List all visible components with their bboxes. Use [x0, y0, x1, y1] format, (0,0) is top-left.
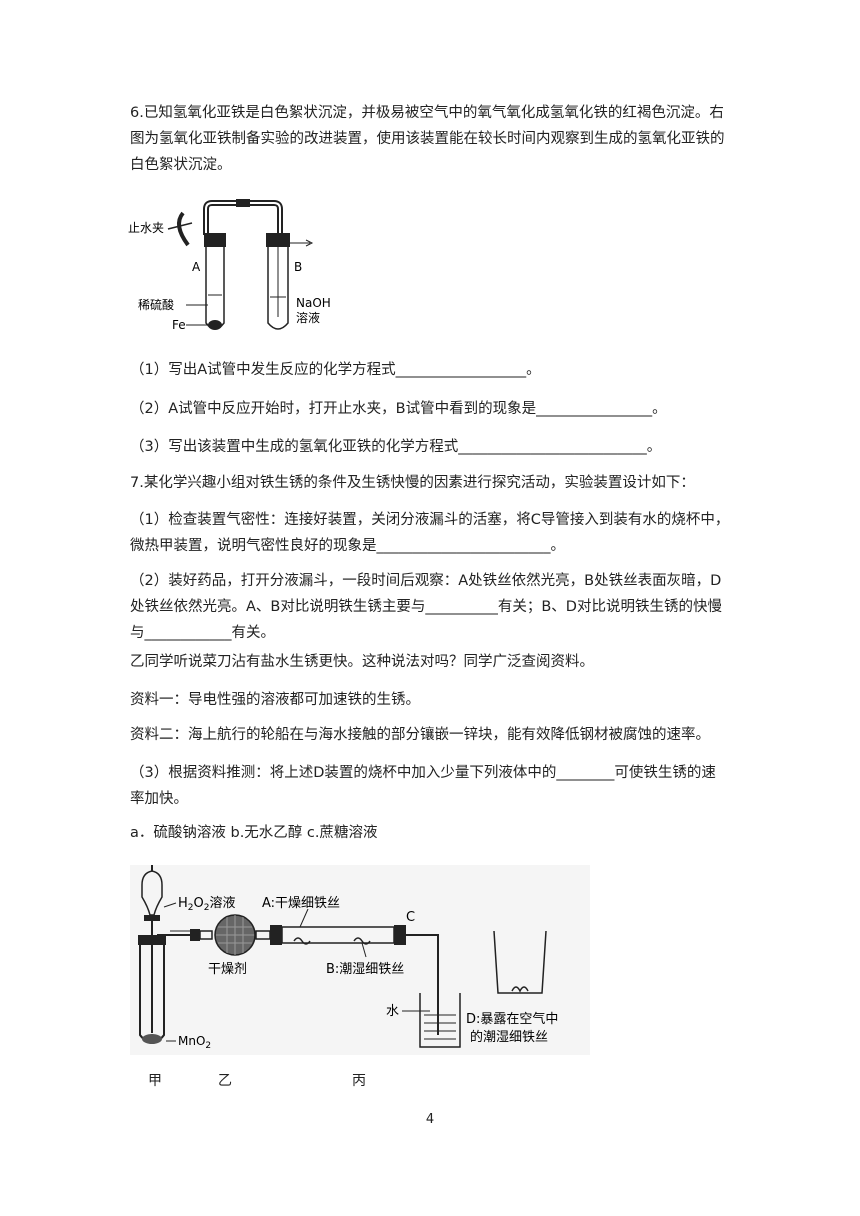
tube-b-label: B [294, 260, 302, 274]
point-c-label: C [406, 910, 415, 925]
iron-label: Fe [172, 318, 186, 332]
h2o2-label: H2O2溶液 [178, 896, 236, 913]
q6-stem: 6.已知氢氧化亚铁是白色絮状沉淀，并极易被空气中的氧气氧化成氢氧化铁的红褐色沉淀… [130, 105, 725, 173]
q6-sub3: （3）写出该装置中生成的氢氧化亚铁的化学方程式_________________… [130, 439, 662, 455]
desiccant-label: 干燥剂 [208, 962, 247, 977]
q7-info2: 资料二：海上航行的轮船在与海水接触的部分镶嵌一锌块，能有效降低钢材被腐蚀的速率。 [130, 727, 710, 743]
naoh-label-2: 溶液 [296, 310, 320, 325]
caption-jia: 甲 [148, 1073, 162, 1089]
q7-stem: 7.某化学兴趣小组对铁生锈的条件及生锈快慢的因素进行探究活动，实验装置设计如下： [130, 475, 695, 491]
q6-apparatus-figure: 止水夹 A 稀硫酸 Fe B NaOH 溶液 [128, 199, 331, 332]
exposed-label-1: D:暴露在空气中 [466, 1011, 558, 1027]
wet-wire-label: B:潮湿细铁丝 [326, 962, 404, 977]
q6-sub2: （2）A试管中反应开始时，打开止水夹，B试管中看到的现象是___________… [130, 401, 667, 417]
caption-bing: 丙 [352, 1073, 366, 1089]
q7-options: a．硫酸钠溶液 b.无水乙醇 c.蔗糖溶液 [130, 825, 378, 841]
caption-yi: 乙 [218, 1073, 232, 1089]
q7-info1: 资料一：导电性强的溶液都可加速铁的生锈。 [130, 692, 420, 708]
q7-para1: 乙同学听说菜刀沾有盐水生锈更快。这种说法对吗？同学广泛查阅资料。 [130, 654, 594, 670]
acid-label: 稀硫酸 [138, 297, 174, 312]
naoh-label-1: NaOH [296, 296, 331, 310]
mno2-label: MnO2 [178, 1034, 211, 1051]
q7-apparatus-figure: H2O2溶液 MnO2 干燥剂 A:干燥细铁丝 B:潮湿细铁丝 C 水 D:暴露… [130, 865, 590, 1055]
q6-sub1: （1）写出A试管中发生反应的化学方程式__________________。 [130, 362, 541, 378]
q7-sub1: （1）检查装置气密性：连接好装置，关闭分液漏斗的活塞，将C导管接入到装有水的烧杯… [130, 512, 730, 554]
dry-wire-label: A:干燥细铁丝 [262, 896, 340, 911]
q7-sub2: （2）装好药品，打开分液漏斗，一段时间后观察：A处铁丝依然光亮，B处铁丝表面灰暗… [130, 573, 722, 641]
tube-a-label: A [192, 260, 201, 274]
exposed-label-2: 的潮湿细铁丝 [470, 1029, 548, 1045]
water-label: 水 [386, 1004, 399, 1019]
page-number: 4 [425, 1112, 435, 1127]
clamp-label: 止水夹 [128, 221, 164, 235]
q7-sub3: （3）根据资料推测：将上述D装置的烧杯中加入少量下列液体中的________可使… [130, 765, 716, 807]
